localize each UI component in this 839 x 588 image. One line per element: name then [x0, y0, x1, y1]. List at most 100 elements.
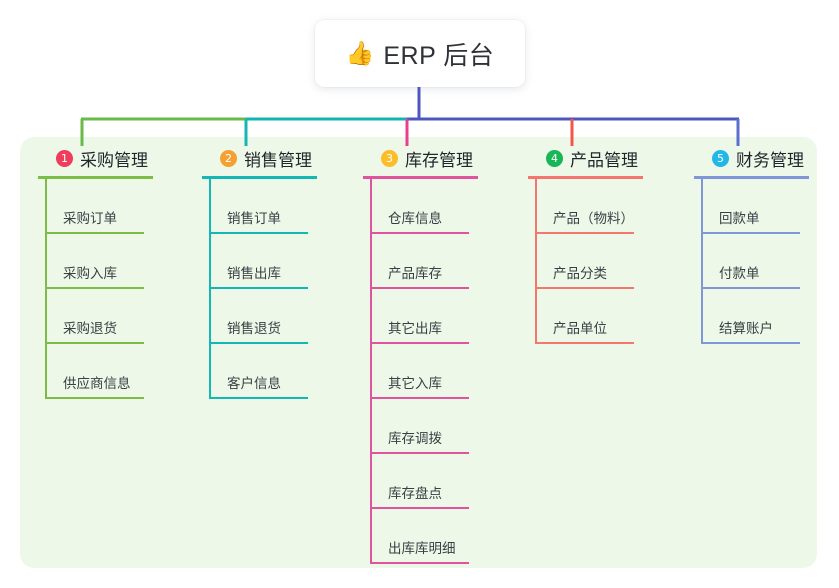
- leaf-item-label: 产品（物料）: [553, 211, 634, 226]
- leaf-item[interactable]: 供应商信息: [36, 344, 196, 399]
- leaf-item-underline: [535, 232, 634, 234]
- leaf-item-label: 供应商信息: [63, 376, 131, 391]
- leaf-item-label: 库存调拨: [388, 431, 442, 446]
- leaf-item[interactable]: 仓库信息: [361, 179, 521, 234]
- leaf-item-label: 出库库明细: [388, 541, 456, 556]
- column-header-3[interactable]: 3 库存管理: [361, 146, 521, 170]
- column-items-3: 仓库信息产品库存其它出库其它入库库存调拨库存盘点出库库明细: [361, 179, 521, 564]
- leaf-item[interactable]: 回款单: [692, 179, 839, 234]
- column-spine-2: [209, 179, 211, 399]
- leaf-item-underline: [209, 397, 308, 399]
- leaf-item-underline: [209, 342, 308, 344]
- leaf-item[interactable]: 销售订单: [200, 179, 360, 234]
- leaf-item[interactable]: 客户信息: [200, 344, 360, 399]
- leaf-item[interactable]: 其它出库: [361, 289, 521, 344]
- leaf-item-underline: [45, 287, 144, 289]
- leaf-item[interactable]: 产品（物料）: [526, 179, 686, 234]
- column-4: 4 产品管理产品（物料） 产品分类产品单位: [526, 146, 686, 344]
- column-underline-2: [202, 176, 317, 179]
- column-5: 5 财务管理回款单付款单结算账户: [692, 146, 839, 344]
- leaf-item[interactable]: 销售退货: [200, 289, 360, 344]
- leaf-item-label: 产品库存: [388, 266, 442, 281]
- leaf-item-underline: [535, 342, 634, 344]
- leaf-item-label: 采购退货: [63, 321, 117, 336]
- column-title-1: 采购管理: [80, 150, 148, 170]
- leaf-item-label: 回款单: [719, 211, 760, 226]
- leaf-item[interactable]: 结算账户: [692, 289, 839, 344]
- leaf-item-underline: [45, 232, 144, 234]
- column-underline-1: [38, 176, 153, 179]
- column-items-4: 产品（物料） 产品分类产品单位: [526, 179, 686, 344]
- leaf-item-label: 其它出库: [388, 321, 442, 336]
- leaf-item-label: 结算账户: [719, 321, 773, 336]
- column-items-5: 回款单付款单结算账户: [692, 179, 839, 344]
- leaf-item-underline: [370, 287, 469, 289]
- leaf-item-label: 库存盘点: [388, 486, 442, 501]
- leaf-item-label: 其它入库: [388, 376, 442, 391]
- column-badge-5: 5: [712, 149, 729, 167]
- leaf-item-underline: [701, 342, 800, 344]
- leaf-item[interactable]: 采购退货: [36, 289, 196, 344]
- leaf-item[interactable]: 其它入库: [361, 344, 521, 399]
- leaf-item-label: 采购入库: [63, 266, 117, 281]
- column-header-4[interactable]: 4 产品管理: [526, 146, 686, 170]
- column-spine-1: [45, 179, 47, 399]
- leaf-item[interactable]: 产品分类: [526, 234, 686, 289]
- leaf-item-underline: [370, 562, 469, 564]
- leaf-item[interactable]: 产品单位: [526, 289, 686, 344]
- leaf-item-underline: [701, 232, 800, 234]
- leaf-item-label: 销售出库: [227, 266, 281, 281]
- root-node-title: ERP 后台: [383, 41, 495, 70]
- leaf-item-underline: [209, 287, 308, 289]
- leaf-item[interactable]: 库存盘点: [361, 454, 521, 509]
- leaf-item[interactable]: 销售出库: [200, 234, 360, 289]
- column-badge-3: 3: [381, 149, 398, 167]
- leaf-item-underline: [209, 232, 308, 234]
- column-title-2: 销售管理: [244, 150, 312, 170]
- column-items-2: 销售订单销售出库销售退货客户信息: [200, 179, 360, 399]
- leaf-item-label: 客户信息: [227, 376, 281, 391]
- leaf-item-label: 销售订单: [227, 211, 281, 226]
- column-underline-3: [363, 176, 478, 179]
- column-title-3: 库存管理: [405, 150, 473, 170]
- leaf-item-underline: [370, 397, 469, 399]
- column-header-1[interactable]: 1 采购管理: [36, 146, 196, 170]
- column-spine-4: [535, 179, 537, 344]
- leaf-item-underline: [370, 342, 469, 344]
- column-title-4: 产品管理: [570, 150, 638, 170]
- leaf-item-underline: [370, 507, 469, 509]
- column-1: 1 采购管理采购订单采购入库采购退货供应商信息: [36, 146, 196, 399]
- leaf-item-label: 采购订单: [63, 211, 117, 226]
- leaf-item-underline: [370, 232, 469, 234]
- leaf-item-underline: [45, 342, 144, 344]
- leaf-item[interactable]: 采购订单: [36, 179, 196, 234]
- leaf-item-label: 产品单位: [553, 321, 607, 336]
- leaf-item[interactable]: 付款单: [692, 234, 839, 289]
- leaf-item-underline: [45, 397, 144, 399]
- leaf-item-underline: [535, 287, 634, 289]
- thumbs-up-icon: 👍: [345, 40, 375, 66]
- leaf-item[interactable]: 产品库存: [361, 234, 521, 289]
- leaf-item[interactable]: 库存调拨: [361, 399, 521, 454]
- column-title-5: 财务管理: [736, 150, 804, 170]
- root-node-card[interactable]: 👍 ERP 后台: [315, 20, 525, 87]
- leaf-item[interactable]: 出库库明细: [361, 509, 521, 564]
- diagram-panel: [20, 137, 817, 568]
- leaf-item-label: 仓库信息: [388, 211, 442, 226]
- column-3: 3 库存管理仓库信息产品库存其它出库其它入库库存调拨库存盘点出库库明细: [361, 146, 521, 564]
- column-badge-1: 1: [56, 149, 73, 167]
- leaf-item-label: 付款单: [719, 266, 760, 281]
- column-header-5[interactable]: 5 财务管理: [692, 146, 839, 170]
- leaf-item-underline: [701, 287, 800, 289]
- leaf-item-label: 产品分类: [553, 266, 607, 281]
- leaf-item[interactable]: 采购入库: [36, 234, 196, 289]
- leaf-item-underline: [370, 452, 469, 454]
- column-badge-4: 4: [546, 149, 563, 167]
- column-underline-5: [694, 176, 809, 179]
- leaf-item-label: 销售退货: [227, 321, 281, 336]
- column-underline-4: [528, 176, 643, 179]
- column-spine-3: [370, 179, 372, 564]
